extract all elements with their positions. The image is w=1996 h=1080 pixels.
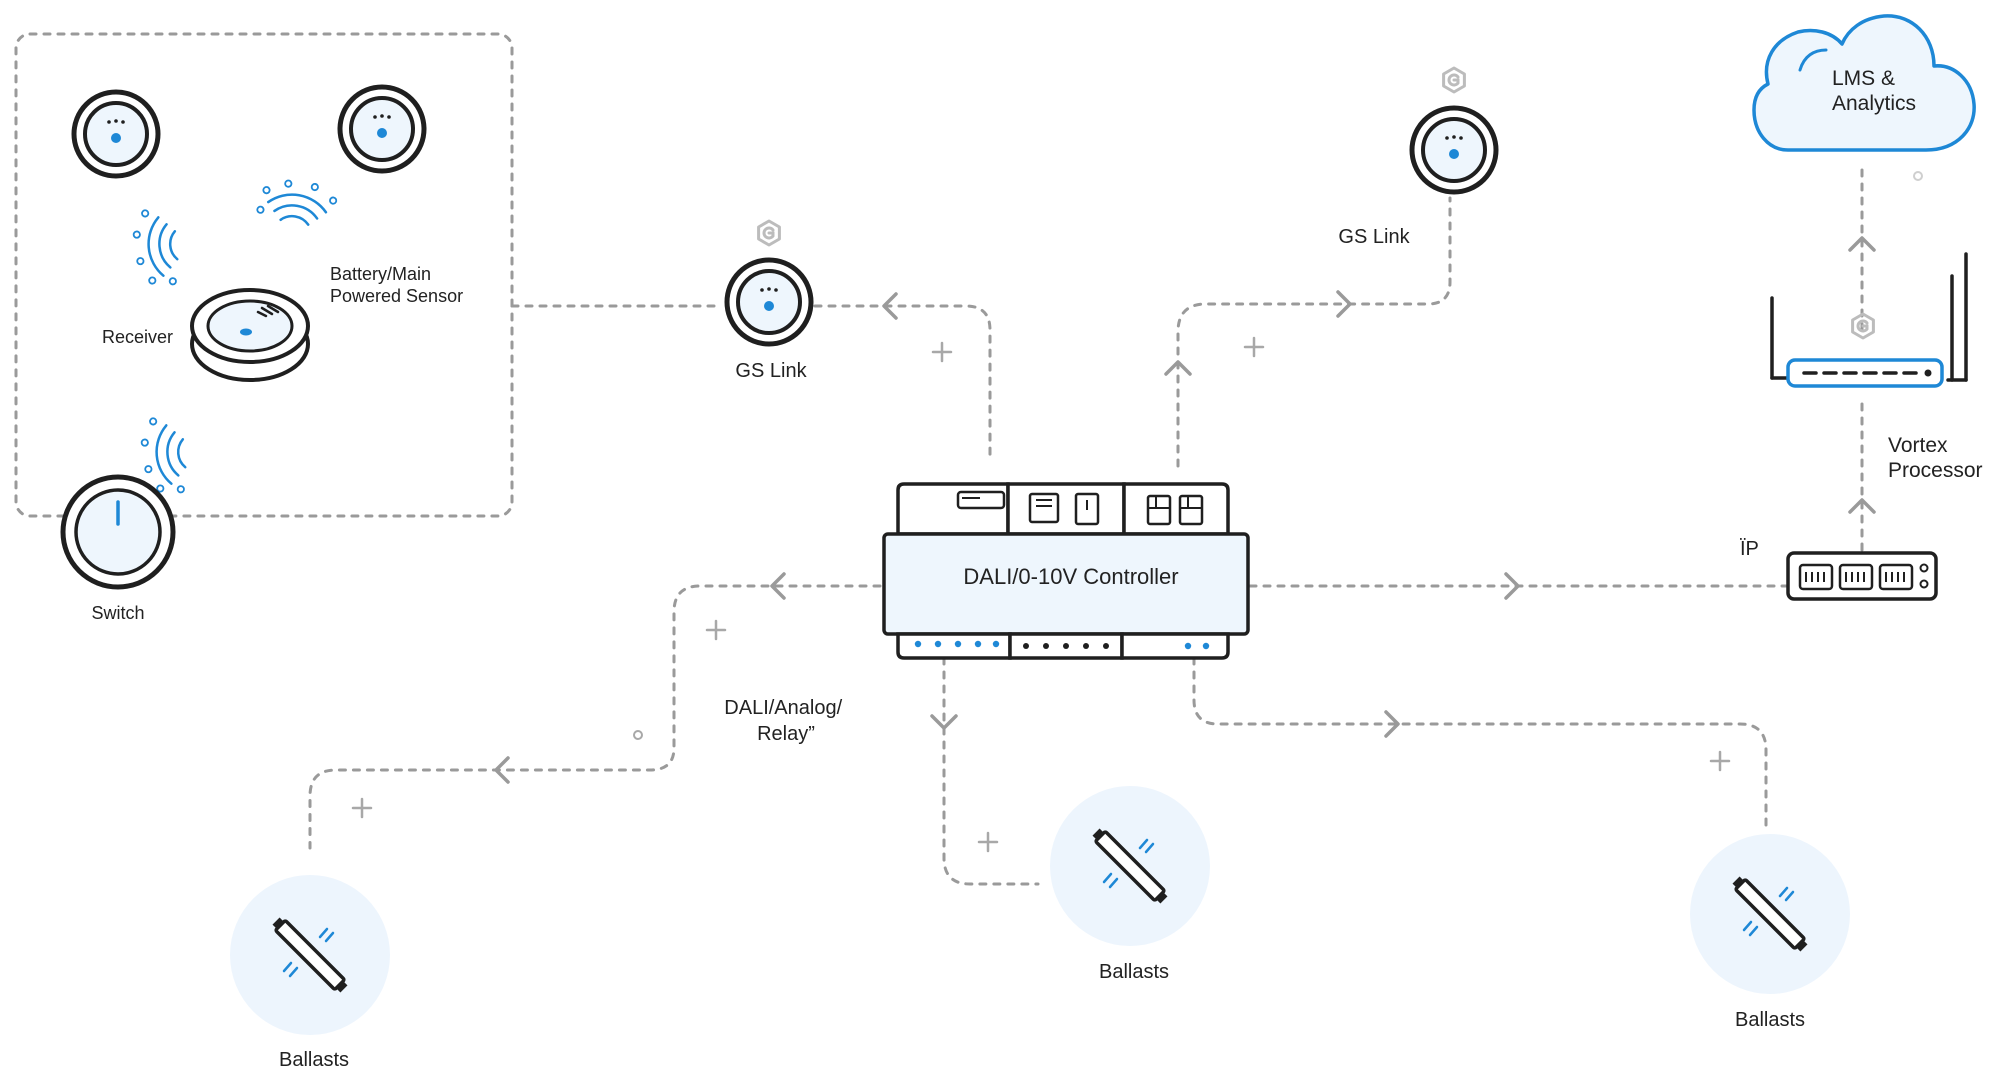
arrow-right-icon — [1504, 572, 1520, 600]
ip-label: ÏP — [1740, 538, 1759, 560]
plus-decoration — [705, 619, 727, 641]
g-badge-icon — [1442, 66, 1466, 94]
plus-decorations — [351, 171, 1923, 853]
ballasts-right-label: Ballasts — [1735, 1009, 1805, 1031]
switch-label: Switch — [91, 603, 144, 623]
ballasts-left-label: Ballasts — [279, 1049, 349, 1071]
gs-link-left-label: GS Link — [735, 360, 807, 382]
controller-to-ballasts-right-line — [1192, 656, 1768, 834]
arrow-right-icon — [1384, 710, 1400, 738]
arrow-left-icon — [770, 572, 786, 600]
receiver-icon — [190, 288, 310, 382]
gs-link-icon — [1412, 108, 1496, 192]
controller-label: DALI/0-10V Controller — [963, 564, 1178, 589]
controller-to-ballasts-center-line — [942, 656, 1040, 886]
flow-arrows — [494, 236, 1876, 784]
sensor-icon — [74, 92, 158, 176]
ethernet-port-icon — [1798, 563, 1834, 591]
arrow-down-icon — [930, 714, 958, 730]
sensor-icon — [340, 87, 424, 171]
cloud-label: LMS & Analytics — [1832, 67, 1916, 115]
arrow-up-icon — [1848, 498, 1876, 514]
connection-lines — [14, 32, 1864, 886]
plus-decoration — [977, 831, 999, 853]
router-icon — [1770, 252, 1968, 388]
sensor-group-frame — [14, 32, 514, 518]
wireless-signal-icon — [109, 206, 202, 297]
dot-decoration — [1913, 171, 1923, 181]
gs-link-right-label: GS Link — [1338, 226, 1410, 248]
plus-decoration — [1709, 750, 1731, 772]
switch-icon — [60, 474, 176, 590]
ethernet-switch-icon — [1786, 551, 1938, 601]
plus-decoration — [1243, 336, 1265, 358]
controller-device — [882, 482, 1250, 660]
wireless-signal-icon — [247, 156, 341, 246]
plus-decoration — [351, 797, 373, 819]
protocol-label: DALI/Analog/ Relay” — [724, 697, 847, 745]
arrow-left-icon — [882, 292, 898, 320]
cloud-icon — [1752, 14, 1976, 152]
arrow-up-icon — [1848, 236, 1876, 252]
ballasts-center-label: Ballasts — [1099, 961, 1169, 983]
plus-decoration — [931, 341, 953, 363]
receiver-label: Receiver — [102, 327, 173, 347]
arrow-right-icon — [1336, 290, 1352, 318]
controller-to-ballasts-left-line — [308, 584, 882, 850]
vortex-label: Vortex Processor — [1888, 434, 1983, 482]
gs-link-icon — [727, 260, 811, 344]
dot-decoration — [633, 730, 643, 740]
arrow-up-icon — [1164, 360, 1192, 376]
g-badge-icon — [757, 219, 781, 247]
battery-sensor-label: Battery/Main Powered Sensor — [330, 264, 463, 306]
g-badge-icon — [1851, 312, 1875, 340]
controller-to-gslink-right-line — [1176, 196, 1452, 468]
arrow-left-icon — [494, 756, 510, 784]
ethernet-port-icon — [1838, 563, 1874, 591]
gslink-left-to-controller-line — [813, 304, 992, 460]
ethernet-port-icon — [1878, 563, 1914, 591]
